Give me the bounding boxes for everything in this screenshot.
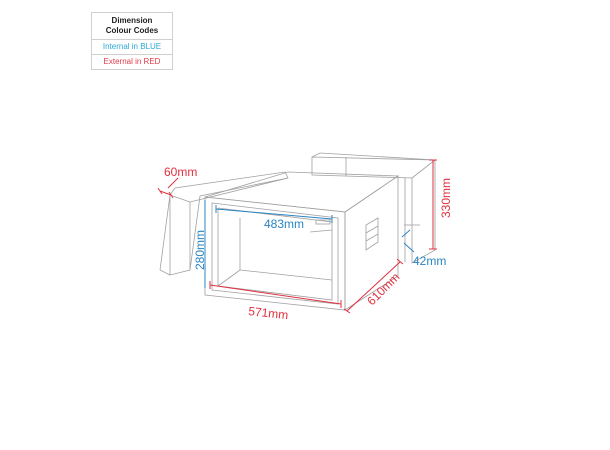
rear-lid [311, 152, 436, 264]
legend-internal: Internal in BLUE [92, 40, 172, 55]
depth-610-line [346, 261, 401, 312]
label-571mm: 571mm [248, 304, 289, 322]
label-42mm: 42mm [413, 254, 446, 268]
label-60mm: 60mm [164, 165, 197, 179]
legend-title-line2: Colour Codes [105, 26, 159, 35]
label-610mm: 610mm [364, 270, 402, 308]
main-case [204, 171, 400, 311]
external-dimensions [157, 159, 437, 314]
legend-external: External in RED [103, 57, 161, 66]
legend-title-line1: Dimension [111, 16, 153, 25]
side-handle [365, 217, 379, 251]
label-483mm: 483mm [264, 217, 304, 231]
lid-60-line [159, 190, 172, 196]
legend-title: Dimension Colour Codes [92, 13, 172, 40]
label-330mm: 330mm [439, 178, 453, 218]
dimension-colour-legend: Dimension Colour Codes Internal in BLUE … [91, 12, 173, 70]
label-280mm: 280mm [193, 230, 207, 270]
depth-42-line [401, 229, 411, 238]
front-lid [159, 171, 289, 276]
width-571-line [209, 284, 342, 305]
width-483-line [215, 208, 333, 220]
internal-dimensions [204, 200, 415, 288]
